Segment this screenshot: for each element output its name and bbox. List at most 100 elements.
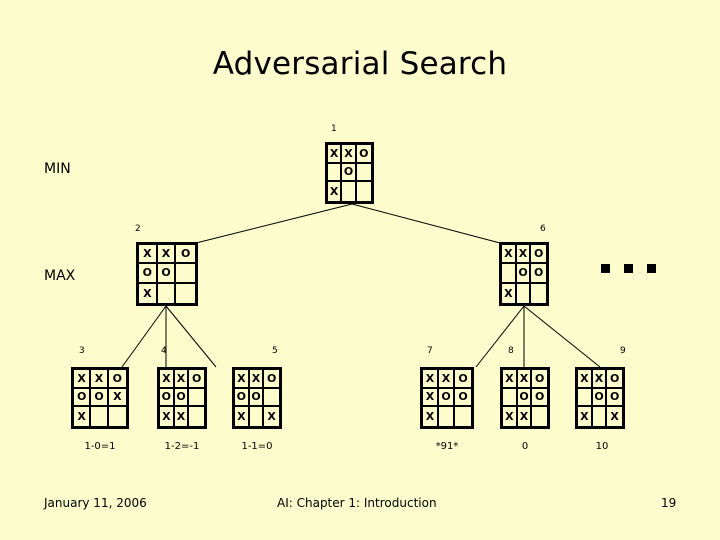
board-9-cell-2-1 (593, 407, 608, 426)
board-5-cell-1-0: O (235, 388, 250, 408)
game-board-5[interactable]: X X O O O X X (232, 367, 282, 429)
board-5-cell-2-1 (250, 407, 265, 426)
board-4-cell-1-2 (189, 389, 204, 408)
board-1-cell-0-0: X (328, 145, 343, 164)
ellipsis-dot (624, 264, 633, 273)
board-1-cell-2-1 (342, 182, 357, 201)
board-9-cell-1-1: O (592, 388, 608, 408)
board-5-cell-1-1: O (249, 388, 265, 408)
board-4-cell-1-1: O (174, 388, 190, 408)
board-6-cell-1-0 (502, 264, 517, 284)
game-board-3[interactable]: X X O O O X X (71, 367, 129, 429)
page-title: Adversarial Search (212, 46, 508, 82)
ellipsis-dot (601, 264, 610, 273)
board-3-cell-1-0: O (74, 388, 92, 408)
footer-date: January 11, 2006 (44, 496, 147, 510)
board-9-cell-0-2: O (607, 370, 622, 389)
board-6-cell-0-1: X (516, 245, 532, 265)
board-1-cell-2-0: X (328, 182, 343, 201)
board-8-cell-2-1: X (518, 407, 533, 426)
board-9-cell-0-1: X (592, 370, 608, 389)
level-label-max: MAX (44, 268, 76, 284)
board-7-cell-0-2: O (455, 370, 471, 389)
board-6-cell-2-0: X (502, 283, 517, 303)
board-3-cell-1-1: O (91, 388, 109, 408)
board-5-cell-1-2 (264, 389, 279, 408)
board-3-cell-2-2 (109, 407, 126, 426)
board-9-cell-1-2: O (607, 389, 622, 408)
board-7-cell-0-0: X (423, 370, 439, 389)
game-board-2[interactable]: X X O O O X (136, 242, 198, 306)
board-7-cell-1-2: O (455, 389, 471, 408)
board-number-7: 7 (427, 346, 433, 356)
board-7-cell-1-1: O (439, 388, 455, 408)
board-7-cell-1-0: X (423, 388, 439, 408)
board-1-cell-0-1: X (342, 145, 357, 164)
footer-course: AI: Chapter 1: Introduction (277, 496, 437, 510)
board-7-cell-2-0: X (423, 407, 439, 426)
game-board-4[interactable]: X X O O O X X (157, 367, 207, 429)
board-9-cell-0-0: X (578, 370, 593, 389)
game-board-1[interactable]: X X O O X (325, 142, 374, 204)
board-number-5: 5 (272, 346, 278, 356)
board-7-cell-2-1 (439, 407, 455, 426)
level-label-min: MIN (44, 161, 71, 177)
board-1-cell-1-2 (356, 164, 371, 183)
board-2-cell-1-2 (176, 264, 195, 284)
board-4-cell-2-0: X (160, 407, 175, 426)
board-6-cell-2-2 (531, 284, 546, 303)
board-6-cell-1-1: O (516, 264, 532, 284)
board-value-3: 1-0=1 (84, 441, 116, 452)
footer-page-number: 19 (661, 496, 677, 510)
game-board-6[interactable]: X X O O O X (499, 242, 549, 306)
board-number-8: 8 (508, 346, 514, 356)
board-2-cell-0-2: O (176, 245, 195, 265)
board-8-cell-0-2: O (532, 370, 547, 389)
board-9-cell-2-0: X (578, 407, 593, 426)
board-number-4: 4 (161, 346, 167, 356)
board-5-cell-2-0: X (235, 407, 250, 426)
board-value-7: *91* (435, 441, 459, 452)
board-8-cell-1-0 (503, 388, 518, 408)
board-2-cell-2-0: X (139, 283, 158, 303)
board-number-3: 3 (79, 346, 85, 356)
board-5-cell-0-1: X (249, 370, 265, 389)
board-value-5: 1-1=0 (241, 441, 273, 452)
board-7-cell-0-1: X (439, 370, 455, 389)
board-5-cell-2-2: X (267, 410, 276, 424)
board-value-8: 0 (521, 441, 529, 452)
board-3-cell-0-0: X (74, 370, 92, 389)
board-3-cell-1-2: X (108, 389, 126, 408)
board-4-cell-0-1: X (174, 370, 190, 389)
board-8-cell-0-0: X (503, 370, 518, 389)
game-board-9[interactable]: X X O O O X X (575, 367, 625, 429)
board-8-cell-2-2 (532, 407, 547, 426)
board-9-cell-2-2: X (610, 410, 619, 424)
board-1-cell-1-0 (328, 163, 343, 183)
board-9-cell-1-0 (578, 388, 593, 408)
board-value-4: 1-2=-1 (164, 441, 200, 452)
board-4-cell-1-0: O (160, 388, 175, 408)
board-8-cell-1-2: O (532, 389, 547, 408)
board-3-cell-2-1 (91, 407, 109, 426)
board-2-cell-2-2 (176, 284, 195, 303)
board-4-cell-2-1: X (175, 407, 190, 426)
board-3-cell-2-0: X (74, 407, 92, 426)
board-7-cell-2-2 (455, 407, 471, 426)
board-2-cell-2-1 (158, 283, 177, 303)
game-board-7[interactable]: X X O X O O X (420, 367, 474, 429)
board-1-cell-0-2: O (356, 145, 371, 164)
board-8-cell-1-1: O (517, 388, 533, 408)
board-6-cell-0-2: O (531, 245, 546, 265)
board-2-cell-0-0: X (139, 245, 158, 265)
board-3-cell-0-2: O (108, 370, 126, 389)
board-4-cell-2-2 (189, 407, 204, 426)
board-number-1: 1 (331, 124, 337, 134)
game-board-8[interactable]: X X O O O X X (500, 367, 550, 429)
board-8-cell-0-1: X (517, 370, 533, 389)
board-3-cell-0-1: X (91, 370, 109, 389)
board-5-cell-0-0: X (235, 370, 250, 389)
board-6-cell-0-0: X (502, 245, 517, 265)
board-8-cell-2-0: X (503, 407, 518, 426)
